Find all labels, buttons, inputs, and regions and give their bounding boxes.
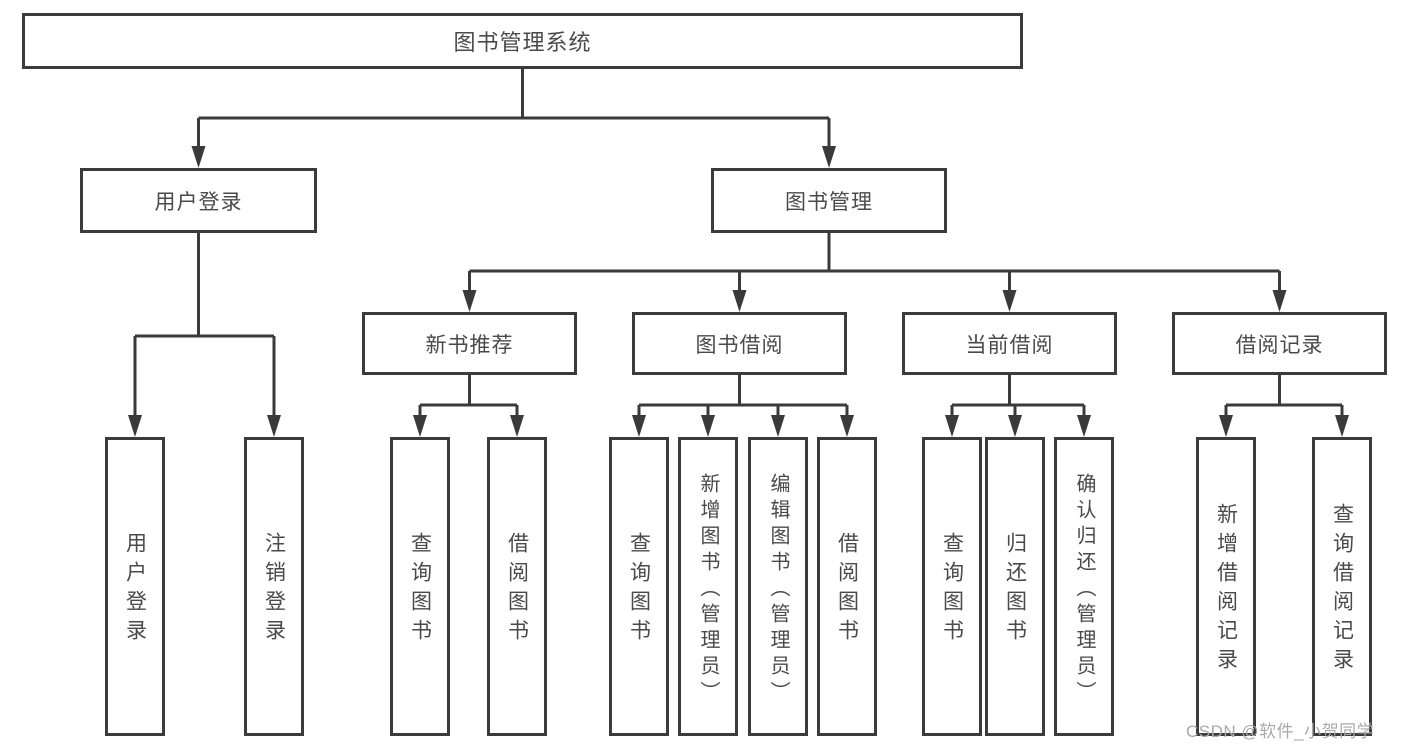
node-cb-query-books: 查询图书 xyxy=(922,437,982,736)
node-borrow-records: 借阅记录 xyxy=(1172,312,1387,375)
watermark: CSDN @软件_小贺同学 xyxy=(1186,722,1375,741)
node-cb-confirm-return-admin: 确认归还（管理员） xyxy=(1054,437,1114,736)
node-nb-borrow-books: 借阅图书 xyxy=(487,437,547,736)
node-cb-return-books: 归还图书 xyxy=(985,437,1045,736)
node-bb-add-books-admin: 新增图书（管理员） xyxy=(678,437,738,736)
node-br-query-record: 查询借阅记录 xyxy=(1312,437,1372,736)
node-login: 用户登录 xyxy=(105,437,165,736)
node-root: 图书管理系统 xyxy=(22,13,1023,69)
node-logout: 注销登录 xyxy=(244,437,304,736)
node-nb-query-books: 查询图书 xyxy=(390,437,450,736)
node-br-add-record: 新增借阅记录 xyxy=(1196,437,1256,736)
node-book-management: 图书管理 xyxy=(711,168,947,233)
node-new-book-recommend: 新书推荐 xyxy=(362,312,577,375)
node-bb-borrow-books: 借阅图书 xyxy=(817,437,877,736)
node-bb-query-books: 查询图书 xyxy=(609,437,669,736)
node-user-login: 用户登录 xyxy=(80,168,317,233)
node-book-borrow: 图书借阅 xyxy=(632,312,847,375)
node-current-borrow: 当前借阅 xyxy=(902,312,1117,375)
node-bb-edit-books-admin: 编辑图书（管理员） xyxy=(748,437,808,736)
